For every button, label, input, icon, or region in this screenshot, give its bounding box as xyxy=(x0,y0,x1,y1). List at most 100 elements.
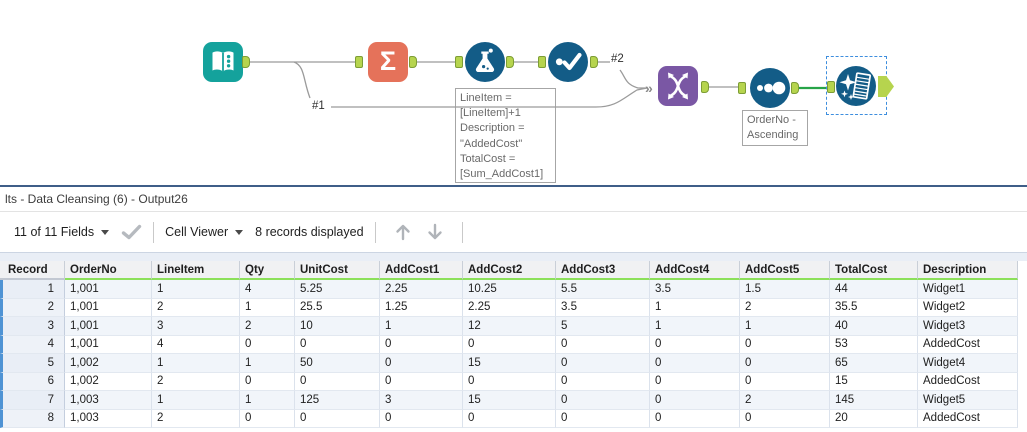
data-cell[interactable]: Widget4 xyxy=(918,354,1018,373)
column-header-qty[interactable]: Qty xyxy=(240,261,295,280)
data-cell[interactable]: 15 xyxy=(463,391,556,410)
data-cell[interactable]: 5.25 xyxy=(295,280,380,299)
column-header-addcost1[interactable]: AddCost1 xyxy=(380,261,463,280)
data-cell[interactable]: 0 xyxy=(380,354,463,373)
column-header-addcost3[interactable]: AddCost3 xyxy=(556,261,650,280)
summarize-output-anchor[interactable] xyxy=(409,56,417,68)
data-cell[interactable]: 0 xyxy=(556,335,650,354)
record-number-cell[interactable]: 8 xyxy=(0,409,65,428)
record-number-cell[interactable]: 3 xyxy=(0,317,65,336)
data-cell[interactable]: 1 xyxy=(650,298,740,317)
data-cell[interactable]: 0 xyxy=(556,409,650,428)
workflow-canvas[interactable]: LineItem = [LineItem]+1 Description = "A… xyxy=(0,0,1027,185)
record-number-cell[interactable]: 6 xyxy=(0,372,65,391)
data-cell[interactable]: 1,001 xyxy=(65,280,152,299)
data-cell[interactable]: 1 xyxy=(152,354,240,373)
data-cell[interactable]: 1,003 xyxy=(65,391,152,410)
sort-input-anchor[interactable] xyxy=(738,82,746,94)
unique-input-anchor[interactable] xyxy=(538,56,546,68)
data-cell[interactable]: 15 xyxy=(463,354,556,373)
data-cell[interactable]: 0 xyxy=(650,335,740,354)
data-cell[interactable]: 1,001 xyxy=(65,298,152,317)
data-cell[interactable]: 145 xyxy=(830,391,918,410)
union-output-anchor[interactable] xyxy=(701,81,709,93)
data-cell[interactable]: 0 xyxy=(650,372,740,391)
tool-formula[interactable] xyxy=(465,42,505,82)
data-cell[interactable]: 0 xyxy=(740,354,830,373)
fields-dropdown[interactable]: 11 of 11 Fields xyxy=(14,225,110,239)
data-cell[interactable]: 0 xyxy=(650,354,740,373)
data-cell[interactable]: 1,002 xyxy=(65,354,152,373)
apply-check-button[interactable] xyxy=(121,224,142,240)
data-cell[interactable]: 2 xyxy=(152,409,240,428)
column-header-description[interactable]: Description xyxy=(918,261,1018,280)
data-cell[interactable]: 0 xyxy=(380,372,463,391)
column-header-addcost4[interactable]: AddCost4 xyxy=(650,261,740,280)
record-number-cell[interactable]: 5 xyxy=(0,354,65,373)
data-cell[interactable]: Widget3 xyxy=(918,317,1018,336)
data-cell[interactable]: Widget5 xyxy=(918,391,1018,410)
record-number-cell[interactable]: 4 xyxy=(0,335,65,354)
formula-output-anchor[interactable] xyxy=(506,56,514,68)
data-cell[interactable]: 0 xyxy=(240,409,295,428)
data-cell[interactable]: 1 xyxy=(152,280,240,299)
data-cell[interactable]: 1.5 xyxy=(740,280,830,299)
data-cell[interactable]: AddedCost xyxy=(918,409,1018,428)
data-cell[interactable]: 3 xyxy=(152,317,240,336)
data-cleansing-input-anchor[interactable] xyxy=(827,81,835,93)
data-cell[interactable]: 0 xyxy=(650,409,740,428)
data-cell[interactable]: 1,001 xyxy=(65,335,152,354)
formula-annotation-box[interactable]: LineItem = [LineItem]+1 Description = "A… xyxy=(455,88,556,183)
data-cell[interactable]: 0 xyxy=(556,391,650,410)
unique-output-anchor[interactable] xyxy=(590,56,598,68)
data-cell[interactable]: 50 xyxy=(295,354,380,373)
data-cell[interactable]: 0 xyxy=(463,335,556,354)
data-cell[interactable]: 1 xyxy=(240,298,295,317)
cell-viewer-dropdown[interactable]: Cell Viewer xyxy=(165,225,244,239)
data-cell[interactable]: 0 xyxy=(295,372,380,391)
data-cell[interactable]: Widget1 xyxy=(918,280,1018,299)
data-cell[interactable]: 1 xyxy=(240,354,295,373)
data-cell[interactable]: 20 xyxy=(830,409,918,428)
formula-input-anchor[interactable] xyxy=(455,56,463,68)
column-header-addcost2[interactable]: AddCost2 xyxy=(463,261,556,280)
data-cell[interactable]: 12 xyxy=(463,317,556,336)
record-number-cell[interactable]: 7 xyxy=(0,391,65,410)
data-cell[interactable]: 2.25 xyxy=(380,280,463,299)
data-cell[interactable]: 15 xyxy=(830,372,918,391)
union-multi-input-marker[interactable]: » xyxy=(645,80,653,96)
data-cell[interactable]: 3.5 xyxy=(556,298,650,317)
data-cell[interactable]: 4 xyxy=(152,335,240,354)
data-cell[interactable]: 0 xyxy=(295,335,380,354)
column-header-unitcost[interactable]: UnitCost xyxy=(295,261,380,280)
data-cell[interactable]: 0 xyxy=(240,335,295,354)
data-cell[interactable]: AddedCost xyxy=(918,335,1018,354)
data-cell[interactable]: 44 xyxy=(830,280,918,299)
data-cell[interactable]: 0 xyxy=(463,372,556,391)
data-cell[interactable]: 1,002 xyxy=(65,372,152,391)
data-cell[interactable]: 3 xyxy=(380,391,463,410)
data-cell[interactable]: 65 xyxy=(830,354,918,373)
data-cell[interactable]: 35.5 xyxy=(830,298,918,317)
data-cell[interactable]: 2 xyxy=(740,298,830,317)
data-cell[interactable]: 2 xyxy=(152,298,240,317)
scroll-up-button[interactable] xyxy=(392,222,414,242)
record-number-cell[interactable]: 1 xyxy=(0,280,65,299)
data-cell[interactable]: 2 xyxy=(152,372,240,391)
data-cell[interactable]: 40 xyxy=(830,317,918,336)
data-cell[interactable]: 10.25 xyxy=(463,280,556,299)
input-data-output-anchor[interactable] xyxy=(242,56,250,68)
data-cell[interactable]: 25.5 xyxy=(295,298,380,317)
data-cell[interactable]: 1 xyxy=(380,317,463,336)
data-cell[interactable]: 1,001 xyxy=(65,317,152,336)
data-cell[interactable]: 1,003 xyxy=(65,409,152,428)
tool-data-cleansing[interactable] xyxy=(836,66,876,106)
column-header-orderno[interactable]: OrderNo xyxy=(65,261,152,280)
data-cell[interactable]: 1 xyxy=(650,317,740,336)
data-cell[interactable]: 0 xyxy=(380,409,463,428)
data-cell[interactable]: 4 xyxy=(240,280,295,299)
sort-output-anchor[interactable] xyxy=(791,82,799,94)
data-cell[interactable]: 0 xyxy=(556,372,650,391)
data-cell[interactable]: 1 xyxy=(152,391,240,410)
data-cell[interactable]: 125 xyxy=(295,391,380,410)
